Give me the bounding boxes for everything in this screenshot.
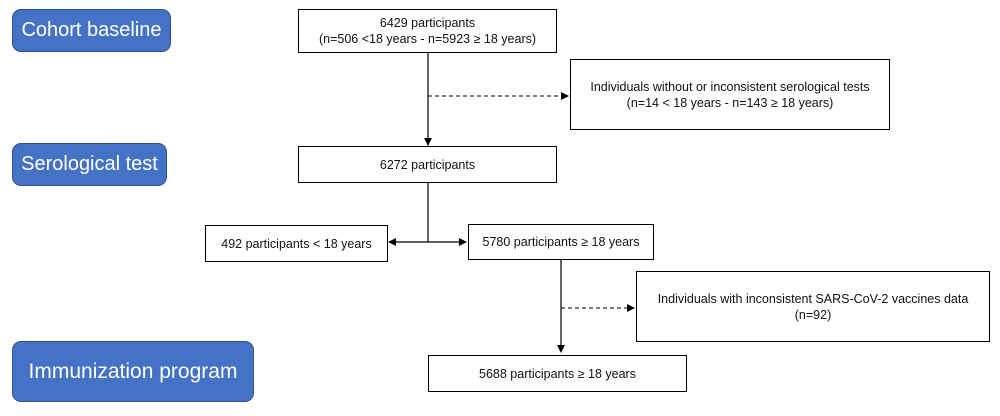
box-text-line1: 6429 participants [379,16,476,30]
stage-label-serological-test: Serological test [12,143,167,186]
box-text-line1: Individuals with inconsistent SARS-CoV-2… [657,291,969,306]
box-under18: 492 participants < 18 years [205,225,388,262]
stage-label-cohort-baseline: Cohort baseline [12,9,171,52]
stage-label-text: Cohort baseline [21,19,162,41]
box-text-line2: (n=14 < 18 years - n=143 ≥ 18 years) [626,95,834,110]
box-text-line2: (n=92) [794,307,832,322]
stage-label-text: Serological test [21,153,158,175]
box-text-line1: 6272 participants [379,157,476,172]
box-cohort-start: 6429 participants (n=506 <18 years - n=5… [298,9,557,53]
box-text-line1: 492 participants < 18 years [221,236,372,251]
box-after-serology: 6272 participants [298,146,557,183]
box-text-line1: Individuals without or inconsistent sero… [590,79,870,94]
box-adults: 5780 participants ≥ 18 years [468,224,654,260]
stage-label-text: Immunization program [28,359,238,383]
box-text-line1: 5688 participants ≥ 18 years [479,366,636,381]
box-text-line1: 5780 participants ≥ 18 years [482,235,640,249]
box-excluded-vaccine: Individuals with inconsistent SARS-CoV-2… [636,271,990,342]
stage-label-immunization-program: Immunization program [12,341,254,402]
box-final: 5688 participants ≥ 18 years [428,355,687,392]
box-excluded-serology: Individuals without or inconsistent sero… [570,59,890,130]
box-text-line2: (n=506 <18 years - n=5923 ≥ 18 years) [318,32,537,46]
